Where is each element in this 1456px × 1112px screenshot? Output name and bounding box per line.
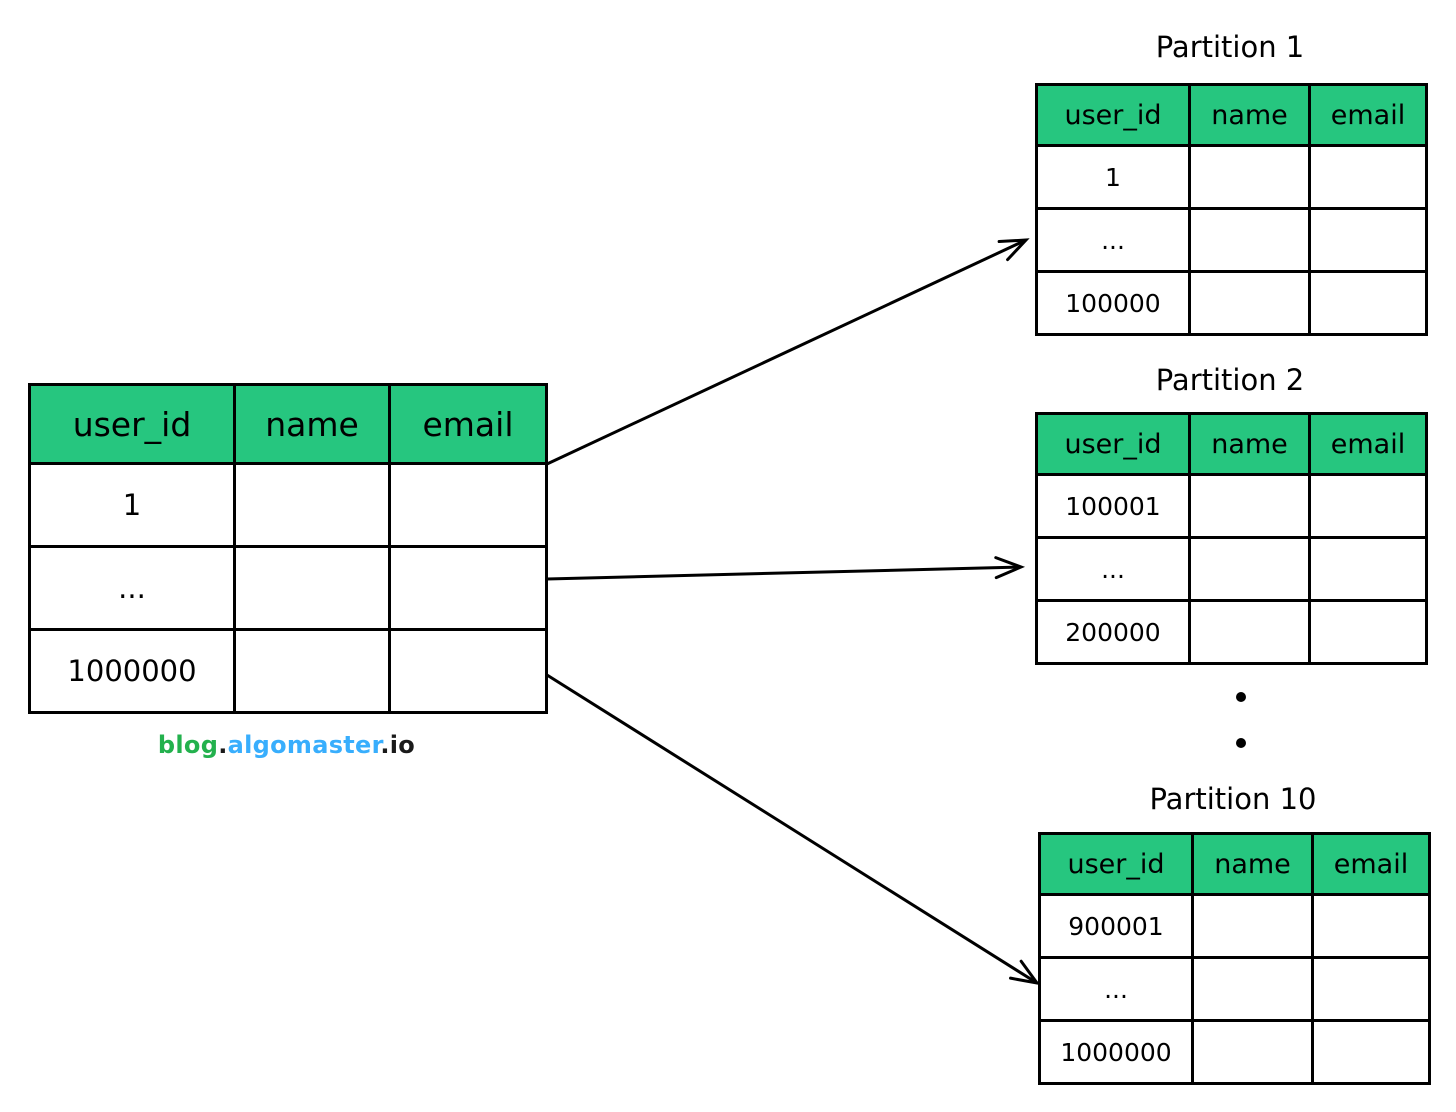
cell-ellipsis: ... bbox=[1038, 956, 1194, 1022]
partition-1-title: Partition 1 bbox=[1155, 30, 1305, 64]
header-cell-email: email bbox=[1308, 83, 1428, 147]
watermark-dot: . bbox=[218, 731, 228, 759]
table-row: ... bbox=[1035, 207, 1428, 273]
cell-empty bbox=[233, 628, 391, 714]
partition-10-header-row: user_id name email bbox=[1038, 832, 1431, 896]
table-row: ... bbox=[1035, 536, 1428, 602]
vertical-ellipsis-dot: • bbox=[1236, 692, 1246, 702]
table-row: 200000 bbox=[1035, 599, 1428, 665]
cell-empty bbox=[1191, 893, 1314, 959]
cell-user-id: 1 bbox=[28, 462, 236, 548]
cell-user-id: 1000000 bbox=[28, 628, 236, 714]
cell-empty bbox=[233, 462, 391, 548]
cell-user-id: 1 bbox=[1035, 144, 1191, 210]
vertical-ellipsis-dot: • bbox=[1236, 738, 1246, 748]
header-cell-name: name bbox=[233, 383, 391, 465]
watermark-blog: blog bbox=[157, 731, 219, 759]
cell-user-id: 900001 bbox=[1038, 893, 1194, 959]
cell-empty bbox=[388, 628, 548, 714]
cell-empty bbox=[1188, 207, 1311, 273]
watermark-algomaster: algomaster bbox=[227, 731, 381, 759]
cell-empty bbox=[1311, 1019, 1431, 1085]
arrow-main-to-partition-10 bbox=[546, 673, 1041, 986]
watermark: blog.algomaster.io bbox=[28, 731, 545, 759]
table-row: 1 bbox=[28, 462, 548, 548]
cell-empty bbox=[1311, 893, 1431, 959]
header-cell-user-id: user_id bbox=[1035, 83, 1191, 147]
arrow-main-to-partition-2 bbox=[546, 556, 1026, 581]
arrow-main-to-partition-1 bbox=[546, 238, 1030, 466]
partition-2-table: user_id name email 100001 ... 200000 bbox=[1035, 412, 1428, 665]
cell-empty bbox=[1308, 599, 1428, 665]
table-row: 1000000 bbox=[28, 628, 548, 714]
cell-empty bbox=[1308, 473, 1428, 539]
table-row: 100001 bbox=[1035, 473, 1428, 539]
header-cell-user-id: user_id bbox=[1035, 412, 1191, 476]
cell-ellipsis: ... bbox=[1035, 207, 1191, 273]
cell-empty bbox=[1311, 956, 1431, 1022]
header-cell-name: name bbox=[1188, 83, 1311, 147]
cell-user-id: 200000 bbox=[1035, 599, 1191, 665]
cell-ellipsis: ... bbox=[28, 545, 236, 631]
partition-1-table: user_id name email 1 ... 100000 bbox=[1035, 83, 1428, 336]
header-cell-user-id: user_id bbox=[28, 383, 236, 465]
cell-empty bbox=[233, 545, 391, 631]
header-cell-name: name bbox=[1188, 412, 1311, 476]
table-row: ... bbox=[28, 545, 548, 631]
cell-empty bbox=[1308, 144, 1428, 210]
main-table-header-row: user_id name email bbox=[28, 383, 548, 465]
table-row: 100000 bbox=[1035, 270, 1428, 336]
cell-empty bbox=[388, 462, 548, 548]
header-cell-name: name bbox=[1191, 832, 1314, 896]
cell-empty bbox=[1188, 270, 1311, 336]
main-table: user_id name email 1 ... 1000000 bbox=[28, 383, 548, 714]
cell-ellipsis: ... bbox=[1035, 536, 1191, 602]
partition-10-table: user_id name email 900001 ... 1000000 bbox=[1038, 832, 1431, 1085]
cell-user-id: 1000000 bbox=[1038, 1019, 1194, 1085]
header-cell-email: email bbox=[388, 383, 548, 465]
cell-empty bbox=[1188, 599, 1311, 665]
cell-empty bbox=[1308, 270, 1428, 336]
header-cell-email: email bbox=[1311, 832, 1431, 896]
cell-empty bbox=[1188, 144, 1311, 210]
header-cell-user-id: user_id bbox=[1038, 832, 1194, 896]
cell-empty bbox=[1188, 536, 1311, 602]
cell-empty bbox=[1308, 207, 1428, 273]
partition-2-header-row: user_id name email bbox=[1035, 412, 1428, 476]
partition-10-title: Partition 10 bbox=[1149, 782, 1317, 816]
partition-1-header-row: user_id name email bbox=[1035, 83, 1428, 147]
cell-empty bbox=[1191, 1019, 1314, 1085]
cell-empty bbox=[388, 545, 548, 631]
watermark-io: .io bbox=[380, 731, 416, 759]
cell-user-id: 100000 bbox=[1035, 270, 1191, 336]
header-cell-email: email bbox=[1308, 412, 1428, 476]
partition-2-title: Partition 2 bbox=[1155, 363, 1305, 397]
table-row: 900001 bbox=[1038, 893, 1431, 959]
table-row: 1 bbox=[1035, 144, 1428, 210]
cell-empty bbox=[1191, 956, 1314, 1022]
cell-empty bbox=[1308, 536, 1428, 602]
table-row: ... bbox=[1038, 956, 1431, 1022]
cell-user-id: 100001 bbox=[1035, 473, 1191, 539]
table-row: 1000000 bbox=[1038, 1019, 1431, 1085]
cell-empty bbox=[1188, 473, 1311, 539]
